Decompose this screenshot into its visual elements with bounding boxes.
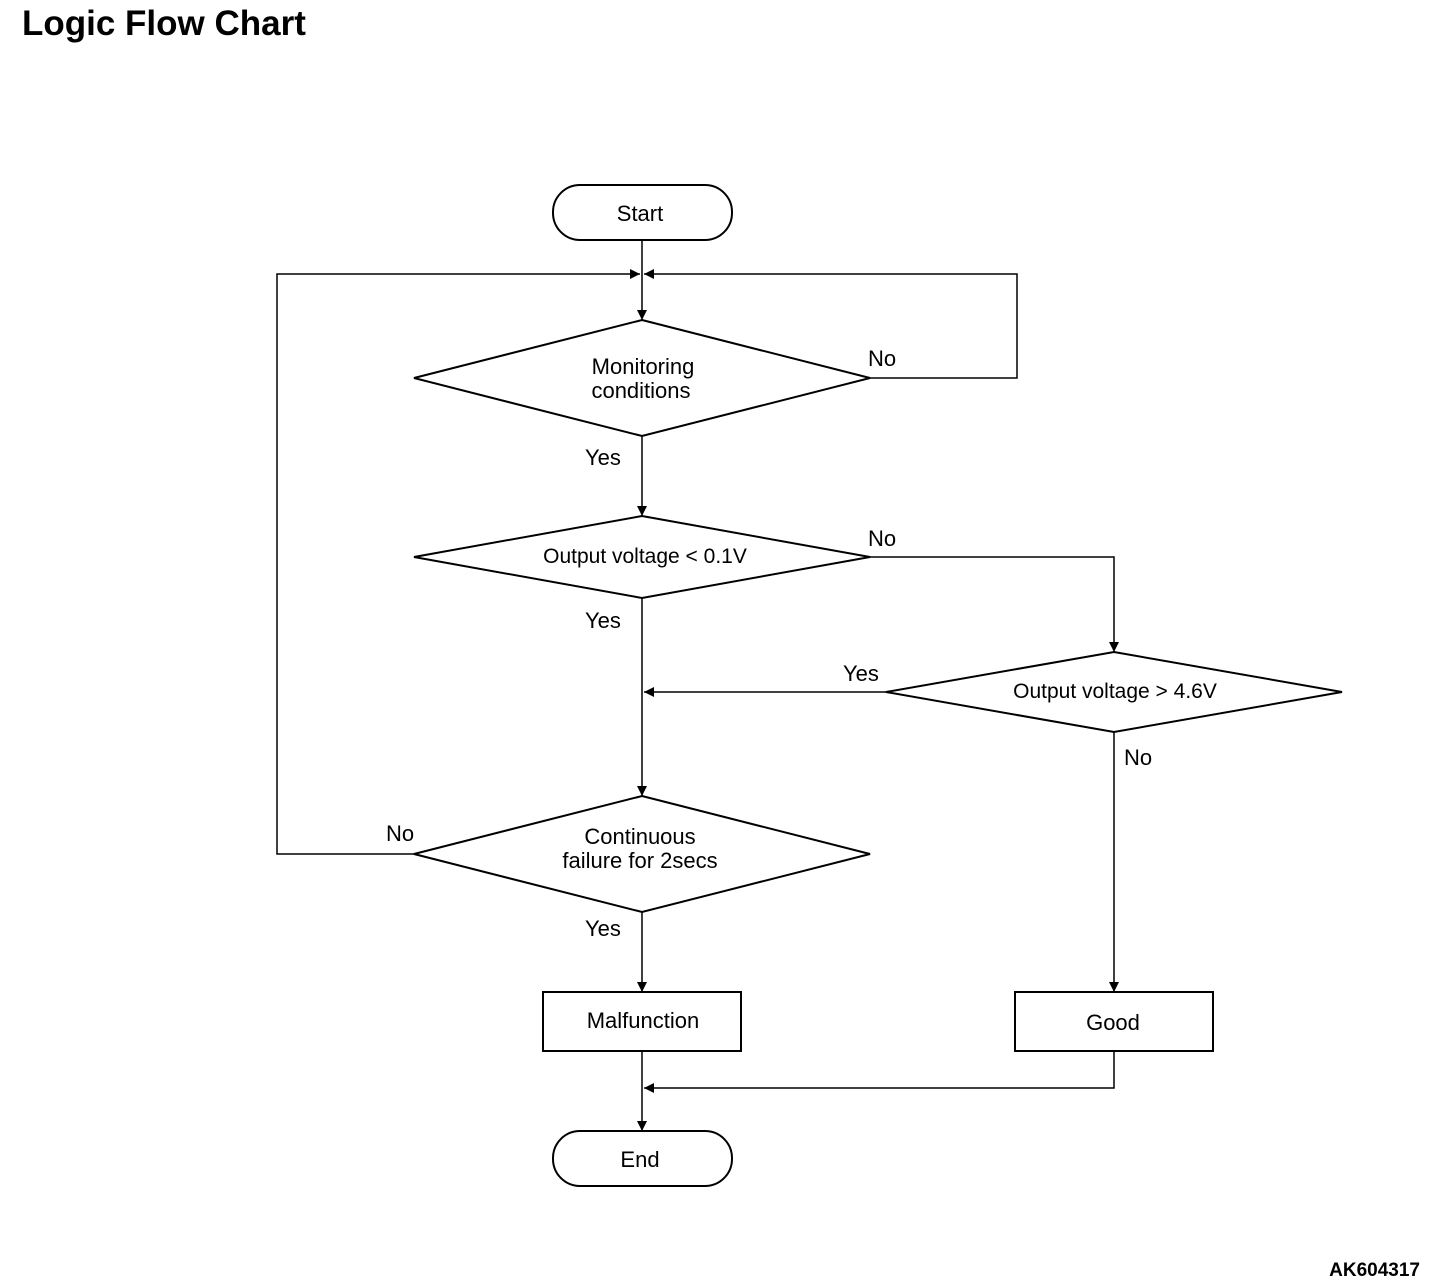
monitoring-no-label: No (868, 346, 896, 371)
malfunction-label: Malfunction (587, 1008, 700, 1033)
continuous-no-label: No (386, 821, 414, 846)
connector-monitoring-no-loop (644, 269, 1018, 379)
connector-good-to-end (644, 1051, 1115, 1093)
low-voltage-yes-label: Yes (585, 608, 621, 633)
monitoring-label-line1: Monitoring (592, 354, 695, 379)
monitoring-label-line2: conditions (591, 378, 690, 403)
figure-code: AK604317 (1329, 1260, 1420, 1281)
low-voltage-no-label: No (868, 526, 896, 551)
connector-low-voltage-no (870, 556, 1119, 652)
page-title: Logic Flow Chart (22, 4, 306, 43)
good-label: Good (1086, 1010, 1140, 1035)
continuous-label-line2: failure for 2secs (562, 848, 717, 873)
continuous-label-line1: Continuous (584, 824, 695, 849)
high-voltage-no-label: No (1124, 745, 1152, 770)
monitoring-yes-label: Yes (585, 445, 621, 470)
high-voltage-label: Output voltage > 4.6V (1013, 680, 1217, 703)
end-label: End (620, 1147, 659, 1172)
connector-continuous-no-loop (276, 269, 640, 855)
low-voltage-label: Output voltage < 0.1V (543, 545, 747, 568)
high-voltage-yes-label: Yes (843, 661, 879, 686)
start-label: Start (617, 201, 663, 226)
continuous-yes-label: Yes (585, 916, 621, 941)
